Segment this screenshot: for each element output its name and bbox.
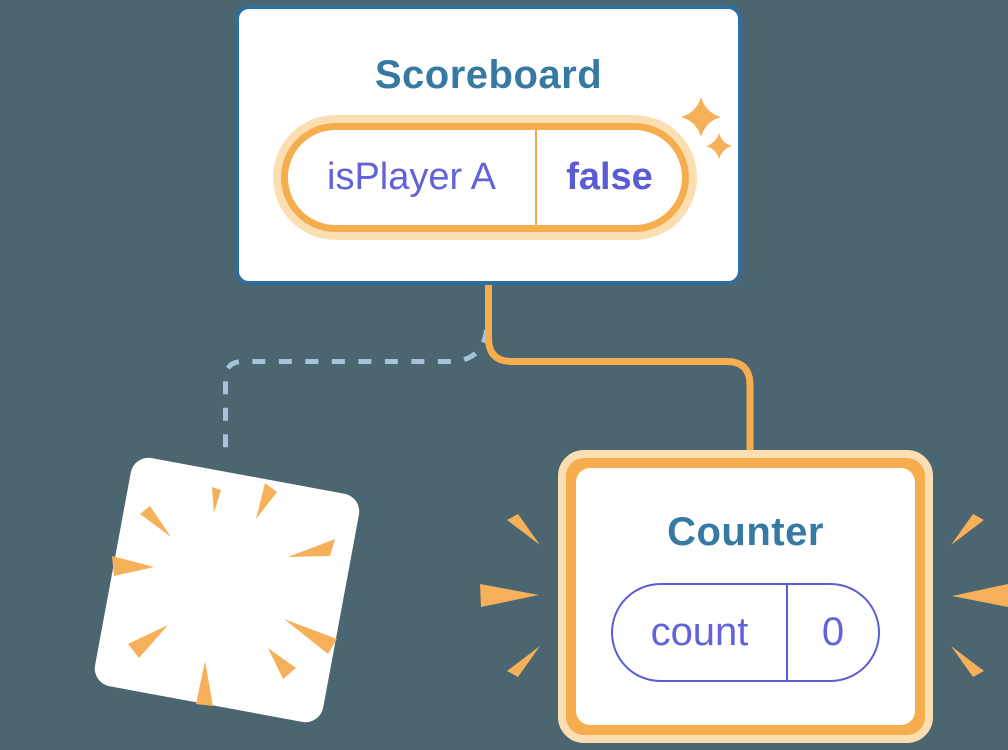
destroyed-card — [91, 454, 363, 726]
scoreboard-state-pill: isPlayer A false — [281, 123, 689, 232]
scoreboard-card: Scoreboard isPlayer A false — [235, 5, 742, 285]
state-value: false — [566, 156, 653, 198]
counter-card: Counter count 0 — [558, 450, 933, 743]
counter-title: Counter — [667, 510, 824, 554]
connector-scoreboard-to-counter — [485, 282, 754, 456]
counter-state-pill: count 0 — [611, 583, 880, 682]
scoreboard-title: Scoreboard — [374, 53, 603, 97]
state-name: count — [650, 610, 749, 654]
state-name: isPlayer A — [327, 156, 496, 198]
pill-divider — [535, 130, 537, 225]
state-value: 0 — [821, 610, 845, 654]
counter-card-inner: Counter count 0 — [576, 468, 915, 725]
state-pill-inner: isPlayer A false — [288, 130, 682, 225]
connector-scoreboard-to-destroyed — [223, 329, 489, 455]
pill-divider — [786, 585, 788, 680]
